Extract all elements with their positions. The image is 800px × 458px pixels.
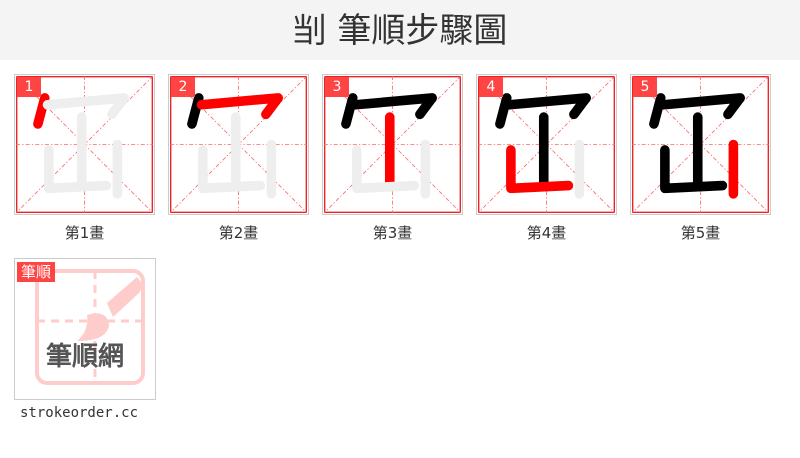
brush-logo-icon: 筆順網	[35, 269, 145, 385]
stroke-step-card: 5	[630, 74, 771, 215]
stroke-step-card: 1	[14, 74, 155, 215]
stroke-step-card: 4	[476, 74, 617, 215]
character-grid	[478, 76, 615, 213]
step-label: 第5畫	[680, 224, 721, 242]
character-grid	[16, 76, 153, 213]
character-grid	[324, 76, 461, 213]
strokeorder-logo: 筆順網 筆順	[14, 258, 156, 400]
stroke-2	[196, 93, 284, 120]
logo-tag: 筆順	[17, 262, 56, 282]
stroke-2	[350, 93, 438, 120]
step-label: 第2畫	[218, 224, 259, 242]
step-number-badge: 2	[171, 77, 195, 97]
page-title: 㓥 筆順步驟圖	[0, 0, 800, 60]
stroke-2	[42, 93, 130, 120]
stroke-4	[44, 145, 112, 194]
character-grid	[170, 76, 307, 213]
stroke-4	[352, 145, 420, 194]
stroke-4	[506, 145, 574, 194]
step-label: 第4畫	[526, 224, 567, 242]
stroke-2	[658, 93, 746, 120]
step-label: 第3畫	[372, 224, 413, 242]
stroke-step-card: 2	[168, 74, 309, 215]
step-number-badge: 4	[479, 77, 503, 97]
step-number-badge: 5	[633, 77, 657, 97]
stroke-4	[660, 145, 728, 194]
stroke-step-card: 3	[322, 74, 463, 215]
stroke-2	[504, 93, 592, 120]
site-link[interactable]: strokeorder.cc	[20, 405, 139, 421]
step-number-badge: 1	[17, 77, 41, 97]
character-grid	[632, 76, 769, 213]
logo-text: 筆順網	[46, 341, 124, 372]
stroke-4	[198, 145, 266, 194]
step-number-badge: 3	[325, 77, 349, 97]
step-label: 第1畫	[64, 224, 105, 242]
